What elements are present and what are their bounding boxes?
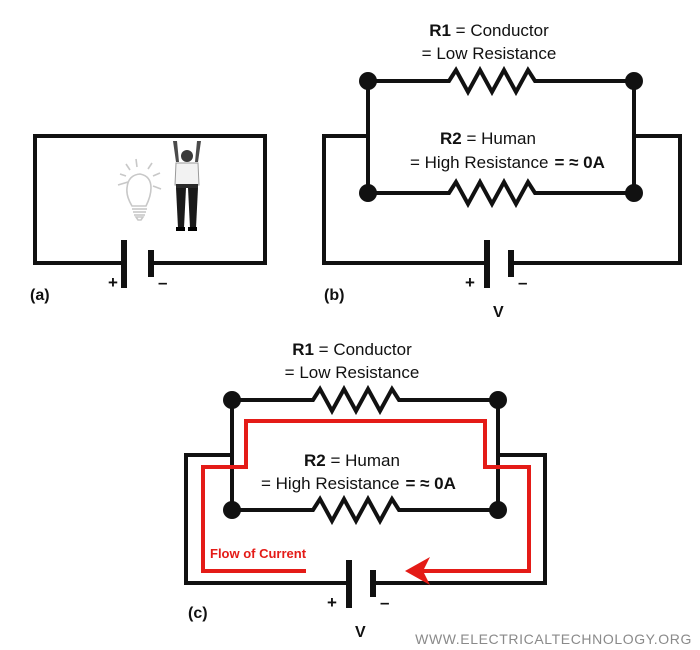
r1-eq-b: = Conductor bbox=[451, 21, 549, 40]
resistor-r2-c bbox=[232, 494, 498, 526]
battery-b-minus: – bbox=[518, 273, 527, 292]
r2-eq-b: = Human bbox=[462, 129, 536, 148]
battery-a bbox=[121, 240, 154, 288]
battery-c-plus: + bbox=[327, 593, 337, 612]
resistor-r1-c bbox=[232, 384, 498, 416]
outer-loop-b bbox=[322, 134, 682, 265]
r2-approx-c: = ≈ 0A bbox=[405, 474, 455, 493]
r2-description-b-line2: = High Resistance = ≈ 0A bbox=[410, 153, 605, 172]
light-bulb-icon bbox=[117, 158, 162, 221]
current-flow-path bbox=[201, 419, 531, 573]
flow-of-current-label: Flow of Current bbox=[210, 546, 307, 561]
circuit-a-wire bbox=[33, 134, 267, 265]
node-c-3 bbox=[223, 501, 241, 519]
battery-c bbox=[346, 560, 376, 608]
node-b-2 bbox=[625, 72, 643, 90]
diagram-b: R1 = Conductor = Low Resistance + – V (b… bbox=[322, 21, 682, 321]
battery-b-short-plate bbox=[508, 250, 514, 277]
r2-description-b-line1: R2 = Human bbox=[440, 129, 536, 148]
battery-b-plus: + bbox=[465, 273, 475, 292]
node-b-1 bbox=[359, 72, 377, 90]
r1-description-c-line1: R1 = Conductor bbox=[292, 340, 412, 359]
voltage-label-b: V bbox=[493, 304, 504, 321]
battery-a-long-plate bbox=[121, 240, 127, 288]
voltage-label-c: V bbox=[355, 624, 366, 641]
diagram-c: R1 = Conductor = Low Resistance Flow of … bbox=[184, 340, 547, 641]
site-watermark: WWW.ELECTRICALTECHNOLOGY.ORG bbox=[415, 631, 692, 647]
battery-b bbox=[484, 240, 514, 288]
resistor-r2-b bbox=[368, 177, 634, 209]
battery-a-plus: + bbox=[108, 273, 118, 292]
resistor-r1-b bbox=[368, 65, 634, 97]
r2-line2-c: = High Resistance bbox=[261, 474, 399, 493]
r2-line2-b: = High Resistance bbox=[410, 153, 548, 172]
battery-b-long-plate bbox=[484, 240, 490, 288]
r1-eq-c: = Conductor bbox=[314, 340, 412, 359]
current-arrow-icon bbox=[405, 557, 430, 585]
node-b-4 bbox=[625, 184, 643, 202]
outer-loop-c bbox=[184, 453, 547, 585]
node-c-4 bbox=[489, 501, 507, 519]
r2-description-c-line2: = High Resistance = ≈ 0A bbox=[261, 474, 456, 493]
diagram-b-label: (b) bbox=[324, 287, 344, 304]
r2-eq-c: = Human bbox=[326, 451, 400, 470]
r1-name-c: R1 bbox=[292, 340, 314, 359]
r2-approx-b: = ≈ 0A bbox=[554, 153, 604, 172]
node-c-2 bbox=[489, 391, 507, 409]
node-b-3 bbox=[359, 184, 377, 202]
r1-description-c-line2: = Low Resistance bbox=[285, 363, 420, 382]
diagram-c-label: (c) bbox=[188, 605, 208, 622]
battery-c-short-plate bbox=[370, 570, 376, 597]
diagram-a: + – (a) bbox=[30, 134, 267, 304]
battery-a-minus: – bbox=[158, 273, 167, 292]
r1-name-b: R1 bbox=[429, 21, 451, 40]
r1-description-b-line1: R1 = Conductor bbox=[429, 21, 549, 40]
battery-a-short-plate bbox=[148, 250, 154, 277]
diagram-a-label: (a) bbox=[30, 287, 50, 304]
r1-description-b-line2: = Low Resistance bbox=[422, 44, 557, 63]
r2-description-c-line1: R2 = Human bbox=[304, 451, 400, 470]
hanging-person-icon bbox=[173, 141, 201, 231]
battery-c-long-plate bbox=[346, 560, 352, 608]
node-c-1 bbox=[223, 391, 241, 409]
r2-name-b: R2 bbox=[440, 129, 462, 148]
battery-c-minus: – bbox=[380, 593, 389, 612]
r2-name-c: R2 bbox=[304, 451, 326, 470]
